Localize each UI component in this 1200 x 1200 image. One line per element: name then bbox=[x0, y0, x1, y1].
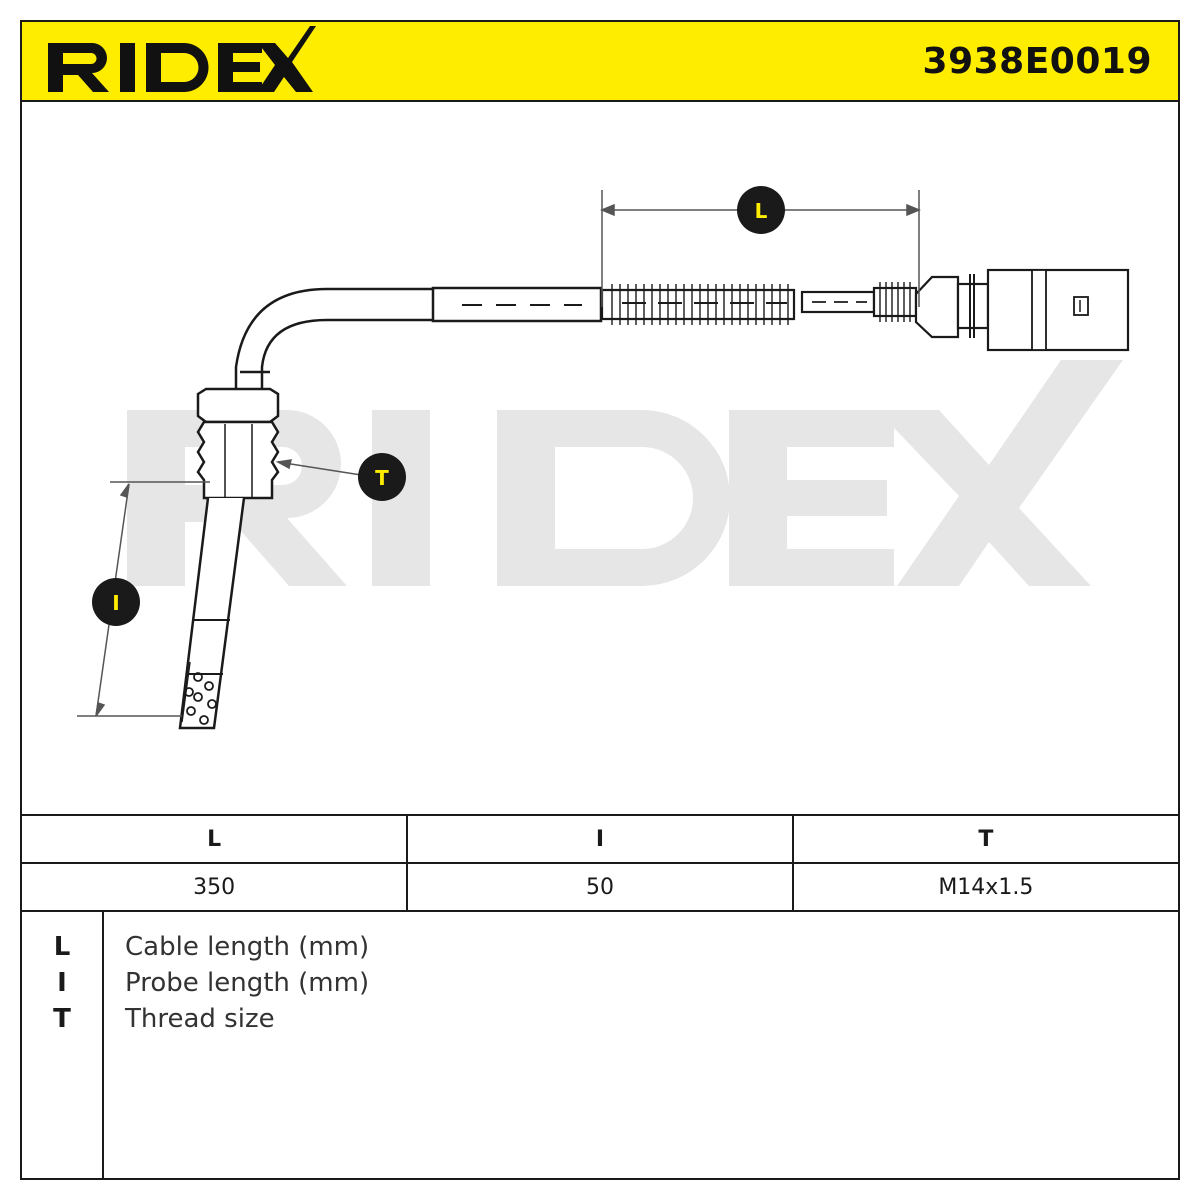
marker-i: I bbox=[92, 578, 140, 626]
specs-value-t: M14x1.5 bbox=[791, 862, 1178, 912]
marker-l: L bbox=[737, 186, 785, 234]
legend-key-i: I bbox=[57, 968, 67, 998]
legend-desc-l: Cable length (mm) bbox=[125, 932, 370, 962]
specs-value-i: 50 bbox=[406, 862, 794, 912]
legend-desc-i: Probe length (mm) bbox=[125, 968, 370, 998]
dimension-lines bbox=[77, 190, 921, 717]
legend-key-t: T bbox=[53, 1004, 71, 1034]
specs-header-l: L bbox=[22, 814, 409, 864]
legend: L Cable length (mm) I Probe length (mm) … bbox=[22, 911, 1178, 1180]
header-bar: 3938E0019 bbox=[22, 22, 1178, 102]
legend-divider bbox=[102, 911, 104, 1180]
marker-l-label: L bbox=[755, 199, 768, 223]
watermark-logo bbox=[127, 360, 1123, 586]
cable-connector bbox=[600, 268, 1130, 352]
specs-header-row: L I T bbox=[22, 814, 1178, 864]
specs-table: L I T 350 50 M14x1.5 bbox=[22, 814, 1178, 912]
legend-desc-t: Thread size bbox=[125, 1004, 275, 1034]
sensor-probe bbox=[178, 286, 603, 730]
specs-value-l: 350 bbox=[22, 862, 409, 912]
specs-header-i: I bbox=[406, 814, 794, 864]
marker-t: T bbox=[358, 453, 406, 501]
legend-key-l: L bbox=[53, 932, 71, 962]
marker-i-label: I bbox=[112, 591, 119, 615]
marker-t-label: T bbox=[375, 466, 389, 490]
specs-value-row: 350 50 M14x1.5 bbox=[22, 862, 1178, 912]
product-sheet: L T I 3938E0019 L I T bbox=[20, 20, 1180, 1180]
ridex-logo bbox=[48, 26, 316, 92]
specs-header-t: T bbox=[791, 814, 1178, 864]
part-number: 3938E0019 bbox=[922, 41, 1152, 82]
